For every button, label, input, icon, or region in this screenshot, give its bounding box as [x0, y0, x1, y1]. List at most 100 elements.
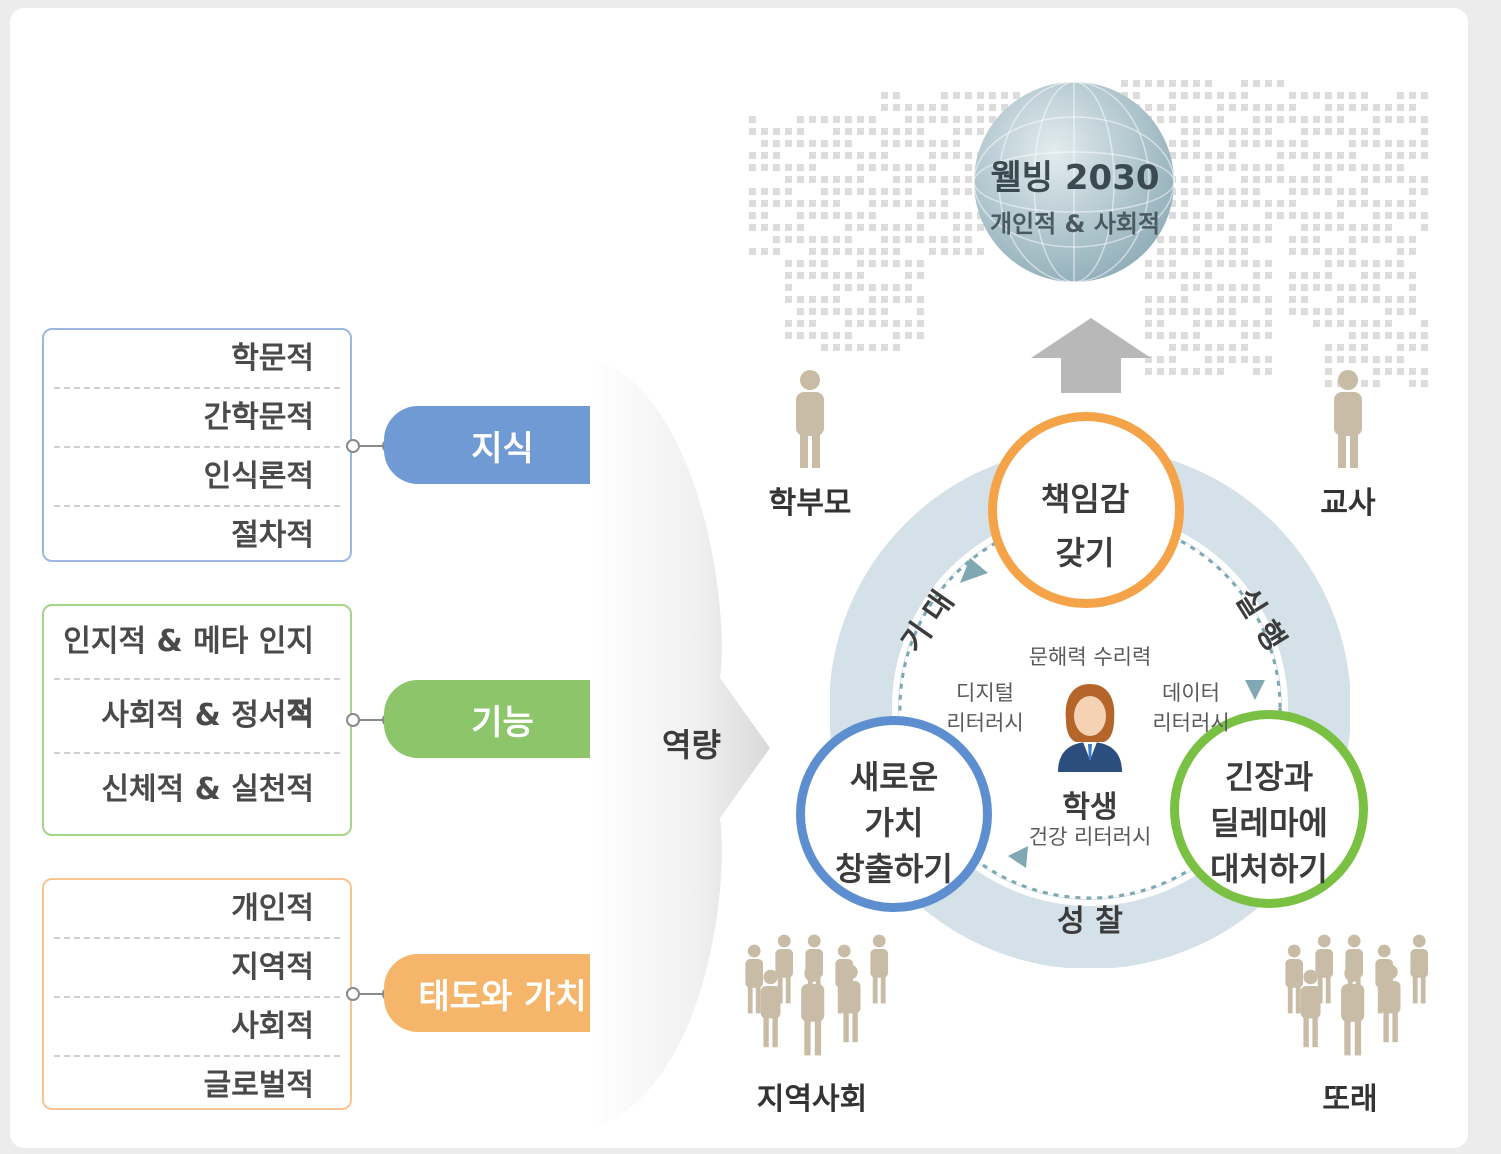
map-dot — [1181, 116, 1188, 123]
map-dot — [1169, 212, 1176, 219]
map-dot — [1145, 308, 1152, 315]
map-dot — [785, 140, 792, 147]
map-dot — [1193, 236, 1200, 243]
map-dot — [1121, 92, 1128, 99]
map-dot — [1265, 368, 1272, 375]
map-dot — [1241, 128, 1248, 135]
map-dot — [869, 284, 876, 291]
map-dot — [1337, 104, 1344, 111]
skills-item: 사회적 & 정서적 — [54, 680, 340, 754]
map-dot — [1145, 272, 1152, 279]
map-dot — [797, 140, 804, 147]
map-dot — [833, 296, 840, 303]
map-dot — [1349, 236, 1356, 243]
map-dot — [833, 272, 840, 279]
map-dot — [1409, 296, 1416, 303]
map-dot — [1241, 332, 1248, 339]
map-dot — [821, 332, 828, 339]
map-dot — [785, 260, 792, 267]
map-dot — [1181, 368, 1188, 375]
skills-box: 인지적 & 메타 인지적 사회적 & 정서적 신체적 & 실천적 — [42, 604, 352, 836]
map-dot — [1217, 308, 1224, 315]
map-dot — [941, 104, 948, 111]
map-dot — [1181, 200, 1188, 207]
map-dot — [1265, 116, 1272, 123]
map-dot — [905, 116, 912, 123]
map-dot — [845, 284, 852, 291]
map-dot — [785, 332, 792, 339]
map-dot — [1337, 212, 1344, 219]
map-dot — [1373, 212, 1380, 219]
map-dot — [1229, 128, 1236, 135]
map-dot — [1253, 284, 1260, 291]
map-dot — [1157, 308, 1164, 315]
map-dot — [1313, 236, 1320, 243]
map-dot — [1421, 368, 1428, 375]
map-dot — [929, 152, 936, 159]
map-dot — [1397, 308, 1404, 315]
map-dot — [833, 140, 840, 147]
new-value-circle — [796, 716, 992, 912]
map-dot — [797, 236, 804, 243]
map-dot — [1217, 320, 1224, 327]
map-dot — [821, 260, 828, 267]
map-dot — [953, 92, 960, 99]
map-dot — [1301, 296, 1308, 303]
map-dot — [1193, 224, 1200, 231]
map-dot — [1421, 140, 1428, 147]
map-dot — [965, 224, 972, 231]
person-icon — [1341, 965, 1365, 1056]
map-dot — [1313, 92, 1320, 99]
map-dot — [917, 224, 924, 231]
map-dot — [869, 164, 876, 171]
map-dot — [1337, 260, 1344, 267]
map-dot — [1325, 128, 1332, 135]
map-dot — [893, 320, 900, 327]
map-dot — [857, 260, 864, 267]
map-dot — [917, 140, 924, 147]
map-dot — [1397, 200, 1404, 207]
map-dot — [809, 260, 816, 267]
map-dot — [869, 200, 876, 207]
map-dot — [1193, 128, 1200, 135]
map-dot — [953, 236, 960, 243]
map-dot — [1157, 236, 1164, 243]
map-dot — [1241, 344, 1248, 351]
map-dot — [1337, 284, 1344, 291]
map-dot — [1181, 308, 1188, 315]
map-dot — [905, 164, 912, 171]
map-dot — [1217, 344, 1224, 351]
map-dot — [1361, 164, 1368, 171]
map-dot — [1265, 128, 1272, 135]
map-dot — [869, 128, 876, 135]
map-dot — [1241, 92, 1248, 99]
map-dot — [1181, 272, 1188, 279]
map-dot — [953, 128, 960, 135]
map-dot — [821, 152, 828, 159]
map-dot — [905, 176, 912, 183]
map-dot — [1229, 248, 1236, 255]
map-dot — [989, 92, 996, 99]
map-dot — [1205, 308, 1212, 315]
map-dot — [809, 152, 816, 159]
map-dot — [1289, 272, 1296, 279]
map-dot — [989, 116, 996, 123]
map-dot — [1157, 272, 1164, 279]
map-dot — [1397, 368, 1404, 375]
map-dot — [1205, 368, 1212, 375]
map-dot — [1193, 272, 1200, 279]
map-dot — [929, 140, 936, 147]
map-dot — [881, 284, 888, 291]
map-dot — [953, 116, 960, 123]
map-dot — [1313, 164, 1320, 171]
map-dot — [1361, 200, 1368, 207]
knowledge-box: 학문적 간학문적 인식론적 절차적 — [42, 328, 352, 562]
map-dot — [905, 296, 912, 303]
map-dot — [953, 212, 960, 219]
map-dot — [1325, 188, 1332, 195]
map-dot — [893, 296, 900, 303]
person-icon — [870, 934, 888, 1004]
map-dot — [809, 296, 816, 303]
map-dot — [893, 284, 900, 291]
map-dot — [797, 332, 804, 339]
